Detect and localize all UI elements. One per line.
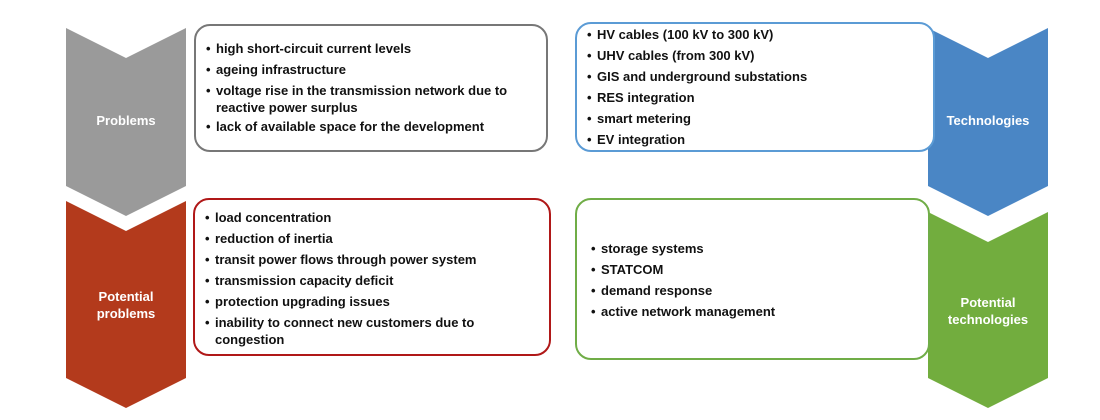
potential-problems-label-line1: Potential xyxy=(98,289,154,304)
potential-technologies-chevron xyxy=(928,212,1048,408)
potential-technologies-box: storage systems STATCOM demand response … xyxy=(575,198,930,360)
list-item: RES integration xyxy=(587,89,923,106)
potential-problems-list: load concentration reduction of inertia … xyxy=(205,209,539,348)
list-item: high short-circuit current levels xyxy=(206,40,536,57)
list-item: active network management xyxy=(591,303,918,320)
potential-problems-label-line2: problems xyxy=(96,306,156,321)
potential-technologies-label: Potential technologies xyxy=(928,294,1048,328)
list-item: inability to connect new customers due t… xyxy=(205,314,539,348)
potential-problems-label: Potential problems xyxy=(66,288,186,322)
list-item: protection upgrading issues xyxy=(205,293,539,310)
problems-box: high short-circuit current levels ageing… xyxy=(194,24,548,152)
technologies-label-text: Technologies xyxy=(946,113,1030,128)
list-item: EV integration xyxy=(587,131,923,148)
list-item: HV cables (100 kV to 300 kV) xyxy=(587,26,923,43)
list-item: storage systems xyxy=(591,240,918,257)
technologies-list: HV cables (100 kV to 300 kV) UHV cables … xyxy=(587,26,923,148)
list-item: voltage rise in the transmission network… xyxy=(206,82,536,116)
problems-label-text: Problems xyxy=(96,113,156,128)
list-item: STATCOM xyxy=(591,261,918,278)
list-item: demand response xyxy=(591,282,918,299)
list-item: transmission capacity deficit xyxy=(205,272,539,289)
list-item: load concentration xyxy=(205,209,539,226)
potential-technologies-list: storage systems STATCOM demand response … xyxy=(591,240,918,320)
technologies-label: Technologies xyxy=(928,112,1048,129)
potential-technologies-label-line2: technologies xyxy=(947,312,1029,327)
problems-label: Problems xyxy=(66,112,186,129)
list-item: reduction of inertia xyxy=(205,230,539,247)
potential-technologies-label-line1: Potential xyxy=(960,295,1016,310)
list-item: UHV cables (from 300 kV) xyxy=(587,47,923,64)
list-item: transit power flows through power system xyxy=(205,251,539,268)
potential-problems-chevron xyxy=(66,201,186,408)
technologies-chevron xyxy=(928,28,1048,216)
list-item: GIS and underground substations xyxy=(587,68,923,85)
list-item: ageing infrastructure xyxy=(206,61,536,78)
technologies-box: HV cables (100 kV to 300 kV) UHV cables … xyxy=(575,22,935,152)
problems-list: high short-circuit current levels ageing… xyxy=(206,40,536,135)
problems-chevron xyxy=(66,28,186,216)
list-item: smart metering xyxy=(587,110,923,127)
list-item: lack of available space for the developm… xyxy=(206,118,536,135)
potential-problems-box: load concentration reduction of inertia … xyxy=(193,198,551,356)
